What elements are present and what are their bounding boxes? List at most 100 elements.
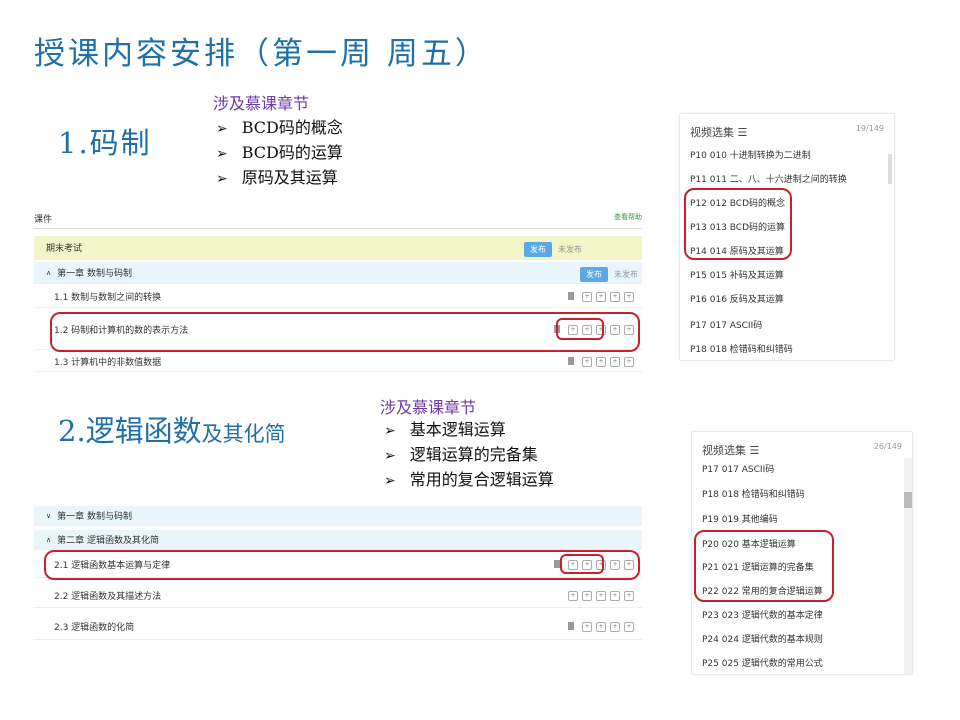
exam-label: 期末考试 [46, 244, 83, 254]
list-item[interactable]: P13 013 BCD码的运算 [690, 223, 786, 233]
section1-sub: 涉及慕课章节 [213, 94, 310, 113]
list-item[interactable]: P12 012 BCD码的概念 [690, 199, 786, 209]
table-row[interactable]: 2.1 逻辑函数基本运算与定律 +++++ [34, 552, 642, 578]
doc-icon[interactable] [554, 559, 560, 568]
list-item[interactable]: P24 024 逻辑代数的基本规则 [702, 635, 823, 645]
unpublish-label: 未发布 [614, 270, 638, 279]
list-icon[interactable]: ☰ [737, 126, 748, 139]
exam-row[interactable]: 期末考试 发布 未发布 [34, 236, 642, 260]
list-item[interactable]: P11 011 二、八、十六进制之间的转换 [690, 175, 847, 185]
scrollbar-thumb[interactable] [904, 492, 912, 508]
list-item[interactable]: P25 025 逻辑代数的常用公式 [702, 659, 823, 669]
video-list-1: 视频选集 ☰ 19/149 P10 010 十进制转换为二进制 P11 011 … [680, 114, 894, 360]
publish-button[interactable]: 发布 [524, 242, 552, 257]
action-icon[interactable]: + [610, 324, 620, 335]
scrollbar[interactable] [888, 154, 892, 184]
action-icon[interactable]: + [610, 590, 620, 601]
list-item[interactable]: P17 017 ASCII码 [690, 321, 763, 331]
chevron-up-icon[interactable]: ∧ [46, 268, 52, 277]
video-count: 19/149 [855, 124, 884, 133]
section2-bullets: 基本逻辑运算 逻辑运算的完备集 常用的复合逻辑运算 [384, 418, 554, 493]
lesson-label: 1.1 数制与数制之间的转换 [54, 293, 162, 303]
list-item[interactable]: P18 018 检错码和纠错码 [690, 345, 793, 355]
action-icon[interactable]: + [568, 324, 578, 335]
highlight-box [684, 188, 792, 260]
highlight-box [560, 554, 604, 574]
chevron-down-icon[interactable]: ∨ [46, 511, 52, 520]
action-icon[interactable]: + [596, 291, 606, 302]
action-icon[interactable]: + [624, 621, 634, 632]
doc-icon[interactable] [568, 291, 574, 300]
action-icon[interactable]: + [624, 291, 634, 302]
list-icon[interactable]: ☰ [749, 444, 760, 457]
course-panel-1: 课件 查看帮助 期末考试 发布 未发布 ∧ 第一章 数制与码制 发布 未发布 1… [34, 206, 646, 372]
help-link[interactable]: 查看帮助 [614, 213, 642, 221]
chevron-up-icon[interactable]: ∧ [46, 535, 52, 544]
list-item[interactable]: P21 021 逻辑运算的完备集 [702, 563, 814, 573]
highlight-box [44, 550, 640, 580]
action-icon[interactable]: + [582, 356, 592, 367]
publish-button[interactable]: 发布 [580, 267, 608, 282]
action-icon[interactable]: + [610, 291, 620, 302]
action-icon[interactable]: + [610, 621, 620, 632]
video-count: 26/149 [873, 442, 902, 451]
action-icon[interactable]: + [624, 324, 634, 335]
action-icon[interactable]: + [582, 559, 592, 570]
unpublish-label: 未发布 [558, 245, 582, 254]
row-actions: +++++ [554, 559, 634, 570]
list-item[interactable]: P20 020 基本逻辑运算 [702, 540, 796, 550]
action-icon[interactable]: + [596, 356, 606, 367]
list-item[interactable]: P14 014 原码及其运算 [690, 247, 784, 257]
lesson-label: 1.3 计算机中的非数值数据 [54, 358, 162, 368]
action-icon[interactable]: + [624, 356, 634, 367]
bullet-item: BCD码的概念 [216, 116, 343, 141]
action-icon[interactable]: + [582, 291, 592, 302]
chapter-row[interactable]: ∨ 第一章 数制与码制 [34, 506, 642, 526]
video-list-header: 视频选集 ☰ [690, 124, 747, 140]
bullet-item: 逻辑运算的完备集 [384, 443, 554, 468]
list-item[interactable]: P22 022 常用的复合逻辑运算 [702, 587, 823, 597]
action-icon[interactable]: + [610, 559, 620, 570]
video-list-title: 视频选集 [690, 126, 734, 139]
action-icon[interactable]: + [582, 621, 592, 632]
table-row[interactable]: 1.3 计算机中的非数值数据 + + + + [34, 352, 642, 372]
doc-icon[interactable] [568, 356, 574, 365]
action-icon[interactable]: + [582, 590, 592, 601]
action-icon[interactable]: + [596, 590, 606, 601]
list-item[interactable]: P18 018 检错码和纠错码 [702, 490, 805, 500]
action-icon[interactable]: + [582, 324, 592, 335]
table-row[interactable]: 2.2 逻辑函数及其描述方法 + + + + + [34, 584, 642, 608]
section2-heading-big: 2.逻辑函数 [58, 414, 202, 448]
chapter-row[interactable]: ∧ 第二章 逻辑函数及其化简 [34, 530, 642, 550]
action-icon[interactable]: + [624, 590, 634, 601]
doc-icon[interactable] [568, 621, 574, 630]
list-item[interactable]: P23 023 逻辑代数的基本定律 [702, 611, 823, 621]
lesson-label: 2.2 逻辑函数及其描述方法 [54, 592, 162, 602]
table-row[interactable]: 2.3 逻辑函数的化简 + + + + [34, 614, 642, 640]
row-actions: + + + + [568, 291, 634, 302]
course-panel-2: ∨ 第一章 数制与码制 ∧ 第二章 逻辑函数及其化简 2.1 逻辑函数基本运算与… [34, 506, 646, 646]
lesson-label: 2.3 逻辑函数的化简 [54, 623, 135, 633]
bullet-item: BCD码的运算 [216, 141, 343, 166]
row-actions: + + + + [568, 356, 634, 367]
action-icon[interactable]: + [568, 590, 578, 601]
action-icon[interactable]: + [596, 621, 606, 632]
highlight-box [50, 312, 640, 352]
video-list-title: 视频选集 [702, 444, 746, 457]
video-list-header: 视频选集 ☰ [702, 442, 759, 458]
video-list-2: 视频选集 ☰ 26/149 P17 017 ASCII码 P18 018 检错码… [692, 432, 912, 674]
list-item[interactable]: P15 015 补码及其运算 [690, 271, 784, 281]
list-item[interactable]: P19 019 其他编码 [702, 515, 778, 525]
action-icon[interactable]: + [610, 356, 620, 367]
scrollbar[interactable] [904, 458, 912, 674]
section1-heading: 1.码制 [58, 126, 152, 160]
list-item[interactable]: P10 010 十进制转换为二进制 [690, 151, 811, 161]
action-icon[interactable]: + [624, 559, 634, 570]
action-icon[interactable]: + [568, 559, 578, 570]
list-item[interactable]: P17 017 ASCII码 [702, 465, 775, 475]
chapter-label: 第一章 数制与码制 [57, 269, 132, 279]
chapter-row[interactable]: ∧ 第一章 数制与码制 发布 未发布 [34, 262, 642, 284]
list-item[interactable]: P16 016 反码及其运算 [690, 295, 784, 305]
chapter-label: 第一章 数制与码制 [57, 512, 132, 522]
table-row[interactable]: 1.1 数制与数制之间的转换 + + + + [34, 286, 642, 308]
